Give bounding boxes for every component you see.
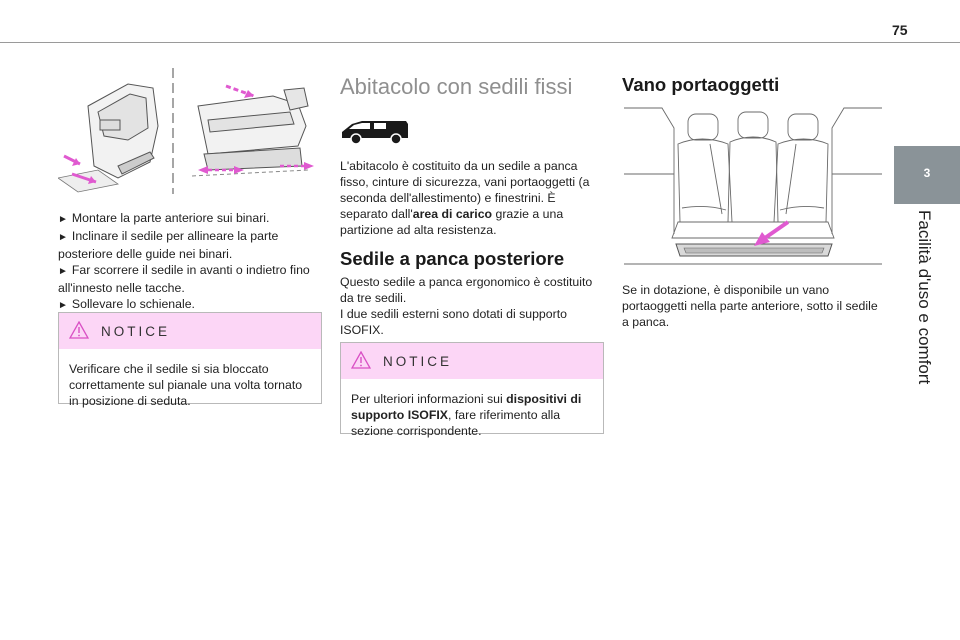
storage-heading: Vano portaoggetti [622, 74, 780, 95]
bench-line: I due sedili esterni sono dotati di supp… [340, 307, 567, 337]
notice-text: Verificare che il sedile si sia bloccato… [69, 362, 303, 408]
chapter-title-text: Facilità d'uso e comfort [915, 210, 934, 385]
notice-text-end: , fare riferimento alla sezione corrispo… [351, 408, 561, 438]
notice-box-isofix: NOTICE Per ulteriori informazioni sui di… [340, 342, 604, 438]
bench-seat-heading: Sedile a panca posteriore [340, 248, 565, 269]
cabin-intro-tail: grazie a una partizione ad alta resisten… [340, 207, 564, 237]
step-item: ►Sollevare lo schienale. [58, 296, 322, 314]
notice-label: NOTICE [383, 354, 453, 369]
mounting-steps: ►Montare la parte anteriore sui binari. … [58, 210, 322, 314]
cabin-intro-text: L'abitacolo è costituito da un sedile a … [340, 159, 590, 221]
step-text: Montare la parte anteriore sui binari. [71, 211, 270, 225]
notice-box-seat-lock: NOTICE Verificare che il sedile si sia b… [58, 312, 322, 408]
notice-text: Per ulteriori informazioni sui dispositi… [341, 379, 603, 447]
header-divider [0, 42, 960, 43]
step-item: ►Inclinare il sedile per allineare la pa… [58, 228, 322, 262]
cargo-area-term: area di carico [412, 207, 493, 221]
bullet-arrow-icon: ► [58, 232, 68, 243]
seat-rail-illustration [58, 68, 314, 194]
storage-compartment-illustration [624, 107, 882, 265]
storage-description: Se in dotazione, è disponibile un vano p… [622, 283, 878, 329]
step-text: Inclinare il sedile per allineare la par… [58, 229, 279, 261]
notice-text-start: Per ulteriori informazioni sui [351, 392, 507, 406]
notice-header: NOTICE [59, 313, 321, 349]
bench-description: Questo sedile a panca ergonomico è costi… [340, 274, 604, 338]
bench-line: Questo sedile a panca ergonomico è costi… [340, 275, 593, 305]
page-number: 75 [892, 22, 908, 38]
chapter-tab[interactable]: 3 [894, 146, 960, 204]
warning-triangle-icon [69, 321, 89, 339]
chapter-title: Facilità d'uso e comfort [912, 210, 942, 390]
bullet-arrow-icon: ► [58, 266, 68, 277]
cabin-intro: L'abitacolo è costituito da un sedile a … [340, 158, 604, 238]
chapter-number: 3 [923, 166, 931, 180]
notice-header: NOTICE [341, 343, 603, 379]
isofix-link-term[interactable]: dispositivi di supporto ISOFIX [351, 392, 582, 422]
bullet-arrow-icon: ► [58, 214, 68, 225]
warning-triangle-icon [351, 351, 371, 369]
step-item: ►Far scorrere il sedile in avanti o indi… [58, 262, 322, 296]
step-text: Sollevare lo schienale. [71, 297, 195, 311]
notice-label: NOTICE [101, 324, 171, 339]
van-icon [342, 121, 408, 145]
bullet-arrow-icon: ► [58, 300, 68, 311]
step-item: ►Montare la parte anteriore sui binari. [58, 210, 322, 228]
section-title: Abitacolo con sedili fissi [340, 74, 573, 99]
step-text: Far scorrere il sedile in avanti o indie… [58, 263, 310, 295]
